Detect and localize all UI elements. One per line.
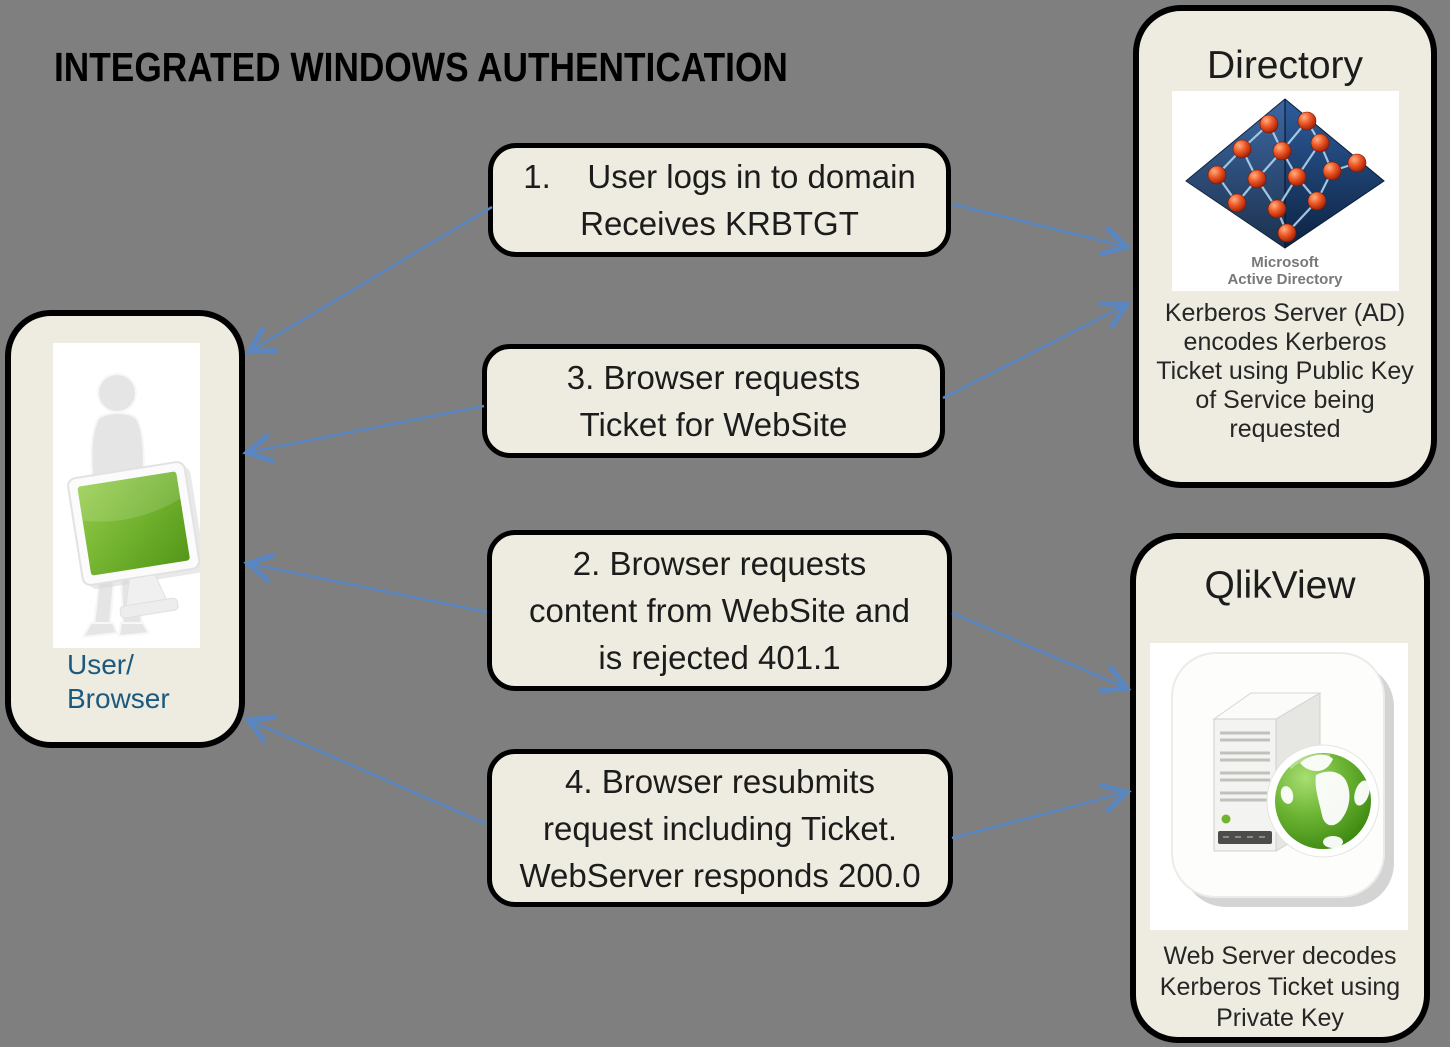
- directory-title: Directory: [1206, 44, 1364, 87]
- step-4-text-line2: request including Ticket.: [542, 809, 898, 847]
- step-2-text-line3: is rejected 401.1: [598, 639, 841, 676]
- user-browser-label: User/ Browser: [67, 648, 227, 716]
- arrow-step3-to-user: [242, 404, 485, 464]
- step-4-text-line1: 4. Browser resubmits: [565, 762, 875, 800]
- arrow-step2-to-user: [243, 552, 488, 614]
- step-2-text-line1: 2. Browser requests: [572, 545, 867, 582]
- step-4-box: 4. Browser resubmits request including T…: [487, 749, 953, 907]
- arrow-step2-to-qlikview: [951, 611, 1132, 694]
- directory-desc-line2: encodes Kerberos: [1183, 328, 1387, 356]
- directory-desc-line3: Ticket using Public Key: [1156, 357, 1414, 385]
- active-directory-icon: Microsoft Active Directory: [1172, 91, 1399, 291]
- directory-description: Kerberos Server (AD) encodes Kerberos Ti…: [1143, 299, 1427, 444]
- qlikview-desc-line3: Private Key: [1216, 1004, 1344, 1032]
- qlikview-desc-line1: Web Server decodes: [1163, 942, 1397, 970]
- arrow-step4-to-user: [243, 714, 487, 826]
- step-1-box: 1. User logs in to domain Receives KRBTG…: [488, 143, 951, 257]
- directory-desc-line5: requested: [1229, 415, 1341, 443]
- step-1-text-line2: Receives KRBTGT: [580, 205, 859, 242]
- ad-caption-line1: Microsoft: [1251, 254, 1319, 271]
- arrow-step3-to-directory: [942, 301, 1132, 400]
- arrow-step1-to-user: [245, 205, 493, 355]
- arrow-step1-to-directory: [951, 202, 1132, 257]
- directory-desc-line4: of Service being: [1195, 386, 1375, 414]
- user-label-line2: Browser: [67, 683, 170, 714]
- qlikview-desc-line2: Kerberos Ticket using: [1159, 973, 1401, 1001]
- arrow-step4-to-qlikview: [951, 783, 1132, 840]
- qlikview-description: Web Server decodes Kerberos Ticket using…: [1140, 941, 1420, 1034]
- step-2-box: 2. Browser requests content from WebSite…: [487, 530, 952, 691]
- step-3-box: 3. Browser requests Ticket for WebSite: [482, 344, 945, 458]
- step-4-text-line3: WebServer responds 200.0: [519, 856, 921, 894]
- step-3-text-line2: Ticket for WebSite: [579, 406, 848, 443]
- directory-desc-line1: Kerberos Server (AD): [1164, 299, 1406, 327]
- user-label-line1: User/: [67, 649, 134, 680]
- qlikview-title: QlikView: [1204, 564, 1356, 607]
- step-3-text-line1: 3. Browser requests: [566, 359, 861, 396]
- web-server-globe-icon: [1150, 643, 1408, 930]
- step-2-text-line2: content from WebSite and: [529, 592, 910, 629]
- person-with-monitor-icon: [53, 343, 200, 648]
- step-1-text-line1: 1. User logs in to domain: [523, 158, 916, 195]
- diagram-title: INTEGRATED WINDOWS AUTHENTICATION: [54, 44, 788, 90]
- ad-caption-line2: Active Directory: [1227, 271, 1343, 288]
